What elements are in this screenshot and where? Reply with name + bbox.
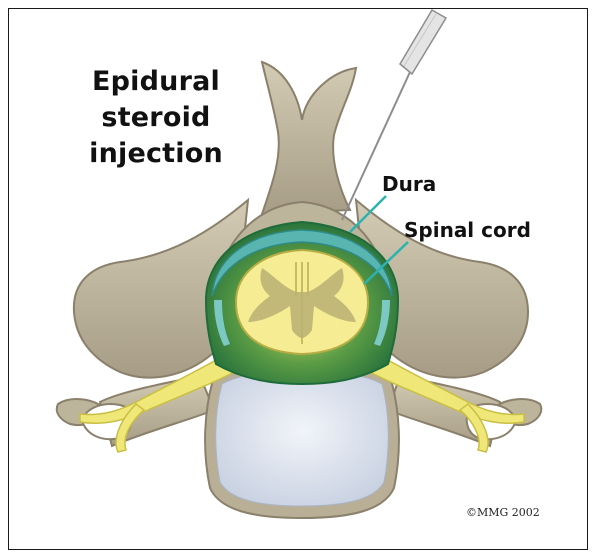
title-line-3: injection (66, 136, 246, 172)
dura-label: Dura (382, 172, 436, 196)
spinal-cord-label: Spinal cord (404, 218, 531, 242)
copyright-notice: ©MMG 2002 (466, 506, 540, 519)
spinal-cord (236, 250, 368, 354)
diagram-title: Epidural steroid injection (66, 64, 246, 172)
title-line-2: steroid (66, 100, 246, 136)
title-line-1: Epidural (66, 64, 246, 100)
